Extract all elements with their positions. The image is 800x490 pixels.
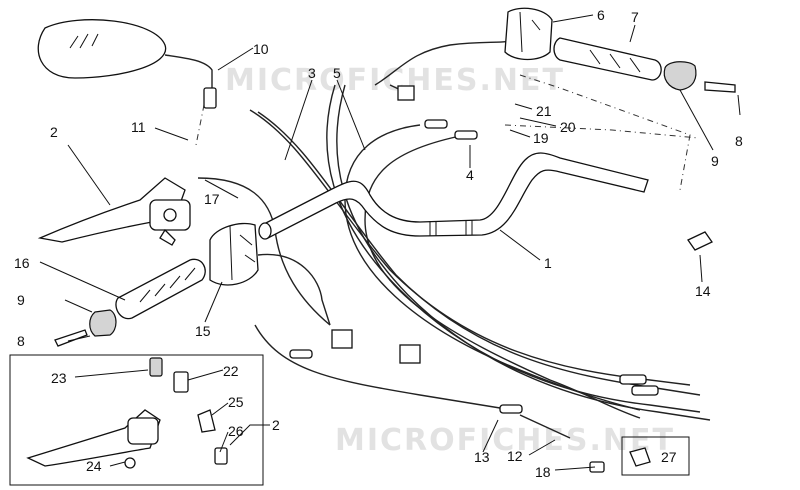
callout-5: 5	[333, 65, 341, 81]
callouts: 1 2 2 3 4 5 6 7 8 8 9 9 10 11 12 13 14 1…	[14, 7, 743, 480]
callout-13: 13	[474, 449, 490, 465]
leader-lines	[39, 14, 741, 471]
cable-clip	[687, 231, 713, 251]
left-grip	[115, 258, 206, 320]
bar-end-weight-right	[663, 61, 697, 91]
assembly-dash-line-mid	[504, 124, 699, 139]
cable-adjuster-left	[289, 349, 313, 359]
callout-6: 6	[597, 7, 605, 23]
cable-adjuster-throttle-b	[454, 130, 478, 140]
handlebar	[258, 152, 649, 240]
right-grip	[553, 37, 662, 81]
callout-11: 11	[131, 119, 146, 135]
watermark-bottom: MICROFICHES.NET	[335, 423, 675, 458]
callout-1: 1	[544, 255, 552, 271]
left-switch-housing	[209, 222, 259, 286]
callout-9-left: 9	[17, 292, 25, 308]
mirror	[37, 19, 217, 109]
watermark-top: MICROFICHES.NET	[225, 63, 565, 98]
cable-adjuster-13	[499, 404, 523, 414]
callout-9-right: 9	[711, 153, 719, 169]
callout-8-left: 8	[17, 333, 25, 349]
callout-26: 26	[228, 423, 244, 439]
callout-2-inset: 2	[272, 417, 280, 433]
callout-3: 3	[308, 65, 316, 81]
cable-adjuster-b	[631, 385, 659, 396]
callout-27: 27	[661, 449, 677, 465]
assembly-dash-line-mirror	[195, 89, 208, 146]
callout-19: 19	[533, 130, 549, 146]
bar-end-screw-right	[704, 81, 736, 93]
callout-17: 17	[204, 191, 220, 207]
callout-16: 16	[14, 255, 30, 271]
callout-8-right: 8	[735, 133, 743, 149]
callout-12: 12	[507, 448, 523, 464]
callout-23: 23	[51, 370, 67, 386]
callout-21: 21	[536, 103, 552, 119]
bar-end-screw-left	[54, 329, 88, 347]
callout-7: 7	[631, 9, 639, 25]
callout-14: 14	[695, 283, 711, 299]
connector-top	[397, 85, 415, 101]
callout-10: 10	[253, 41, 269, 57]
callout-15: 15	[195, 323, 211, 339]
inset-clip-27	[629, 447, 651, 467]
callout-24: 24	[86, 458, 102, 474]
cable-adjuster-throttle-a	[424, 119, 448, 129]
inset-box-lever-kit	[9, 354, 264, 486]
right-switch-housing	[504, 7, 553, 61]
cable-adjuster-a	[619, 374, 647, 385]
connector-right	[399, 344, 421, 364]
clutch-lever-left	[37, 177, 191, 246]
bar-end-weight-left	[89, 309, 117, 337]
inset-box-27	[621, 436, 690, 476]
callout-25: 25	[228, 394, 244, 410]
inset-lever-assembly	[26, 357, 228, 469]
callout-22: 22	[223, 363, 239, 379]
connector-left	[331, 329, 353, 349]
callout-18: 18	[535, 464, 551, 480]
callout-4: 4	[466, 167, 474, 183]
callout-20: 20	[560, 119, 576, 135]
callout-2-left-lever: 2	[50, 124, 58, 140]
